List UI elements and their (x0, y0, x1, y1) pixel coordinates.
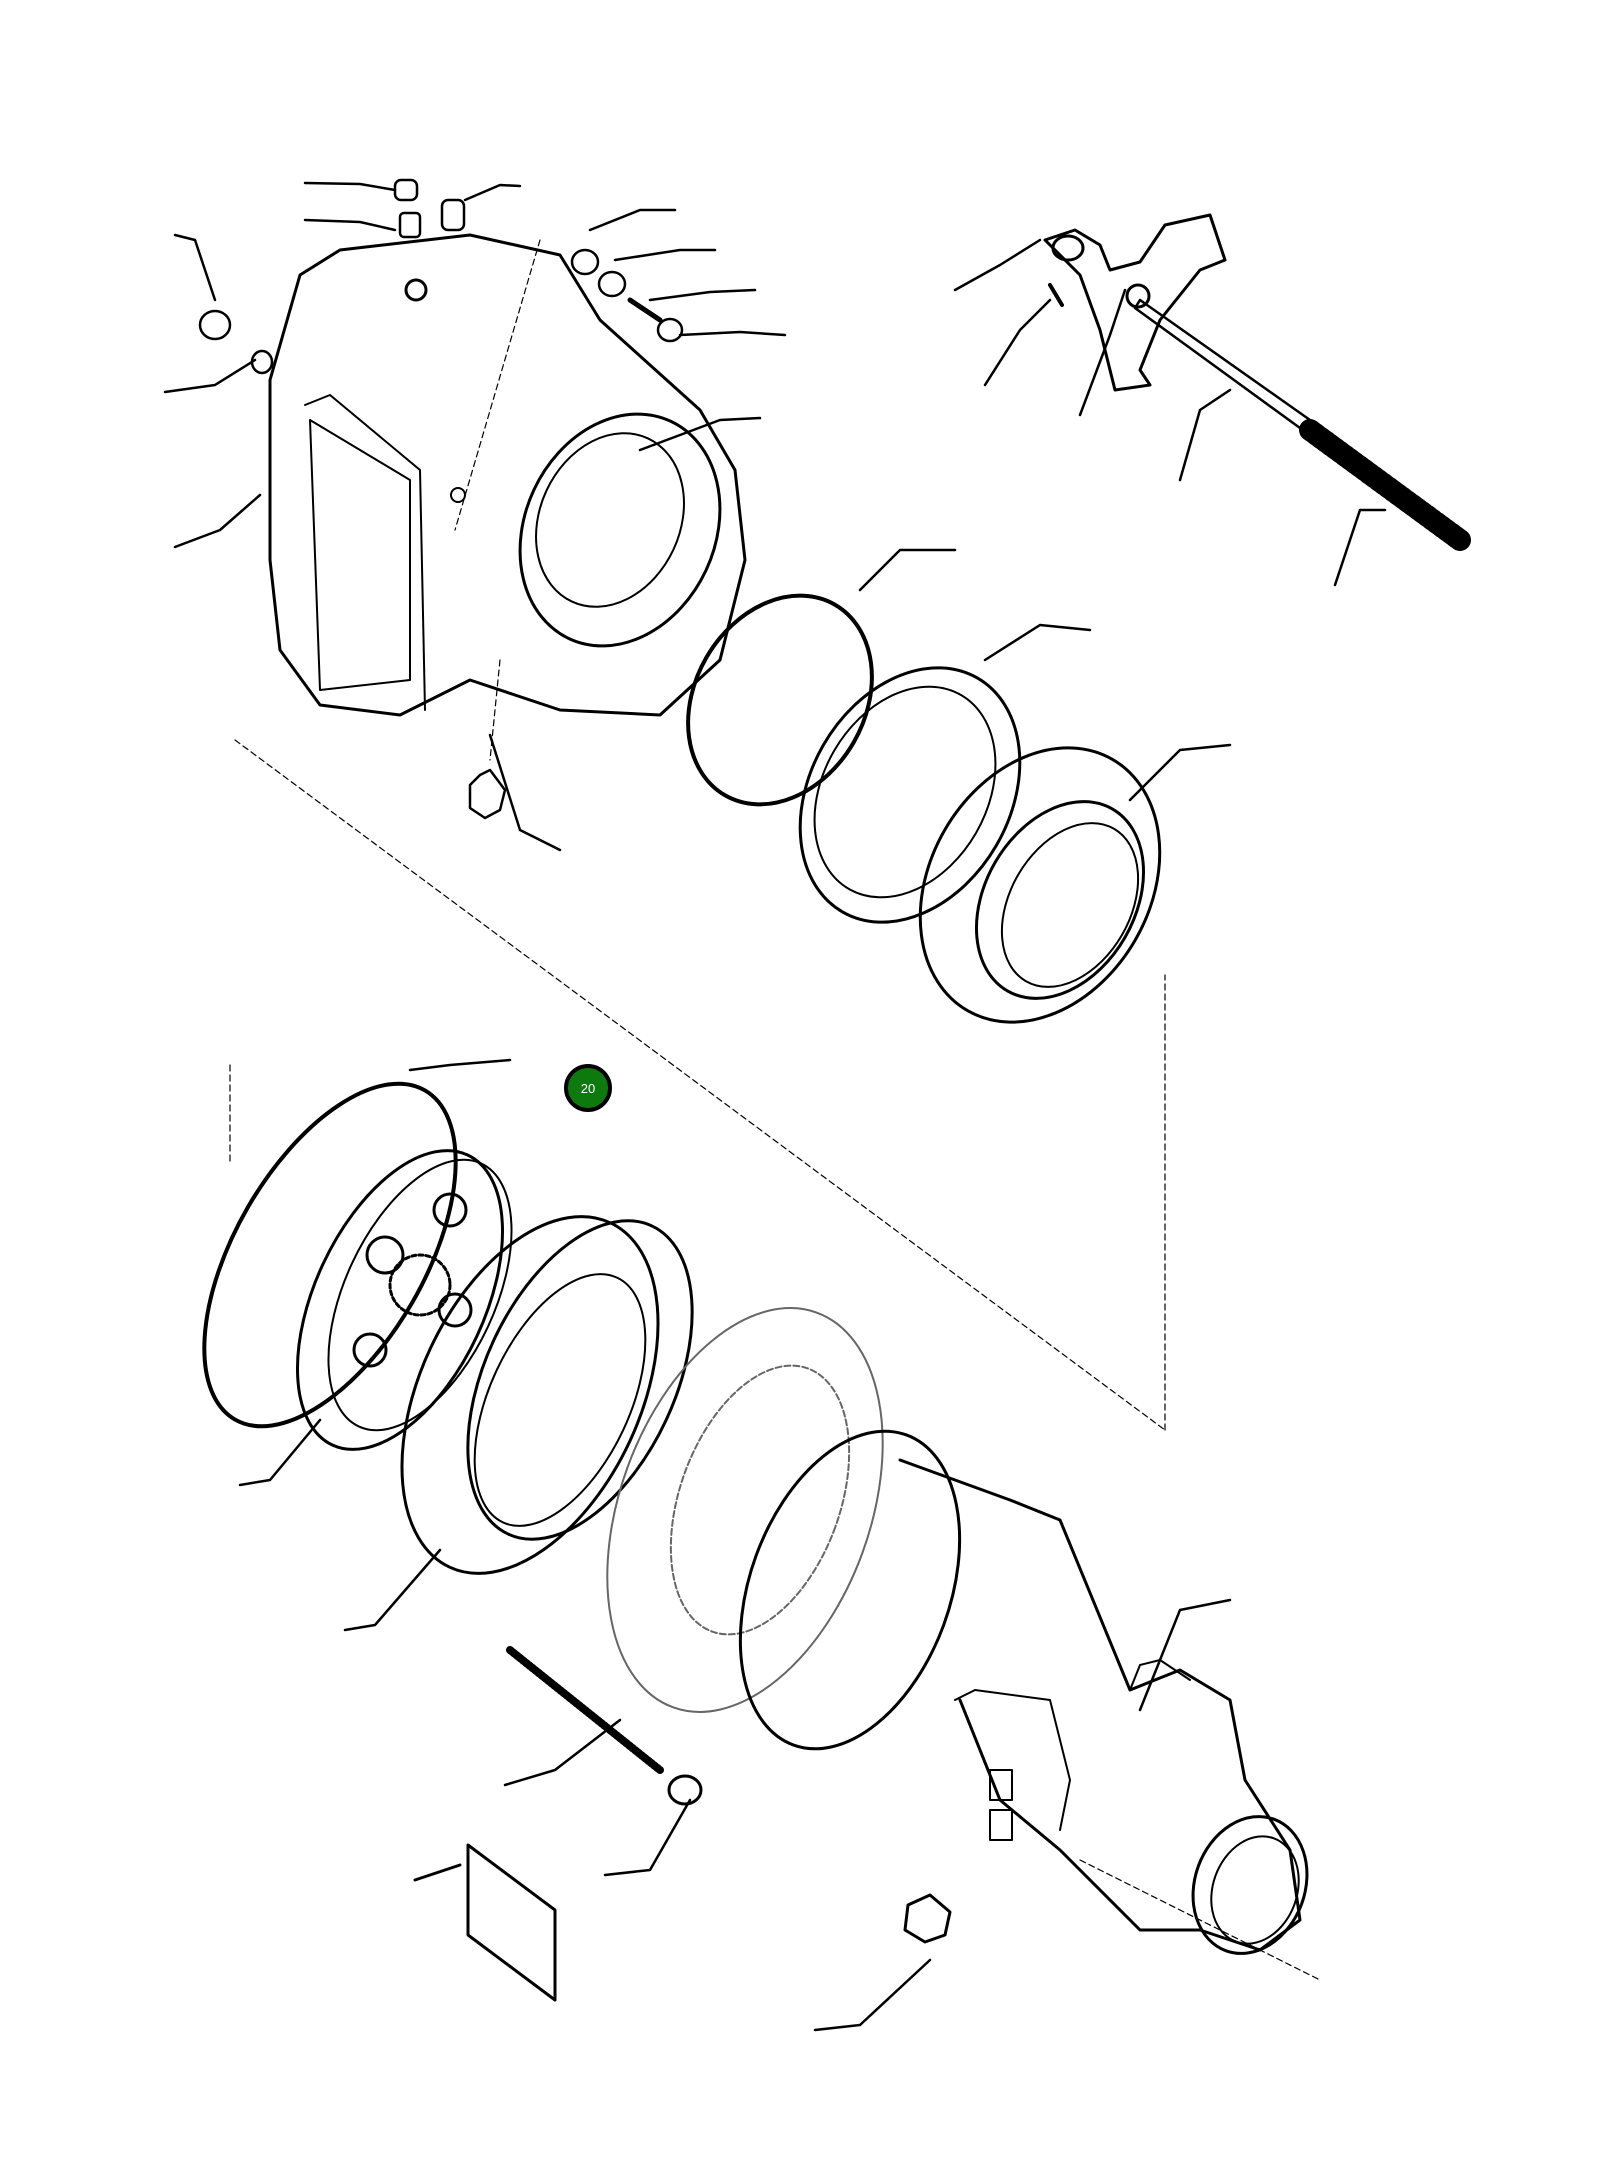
id-plate (413, 1843, 557, 2002)
axle-housing (738, 1429, 1309, 1955)
brake-ring (202, 1081, 458, 1429)
bearing-cup (918, 746, 1162, 1024)
brake-disc (295, 1149, 513, 1451)
seal-rings (686, 593, 874, 807)
transmission-housing (268, 233, 747, 717)
diff-lock-fork (1043, 213, 1471, 551)
ring-gear (606, 1307, 884, 1713)
plugs (198, 178, 684, 820)
shim-ring (798, 666, 1022, 924)
assembly-lines (229, 239, 1321, 1981)
brake-drum (400, 1215, 694, 1575)
hotspot-badge-20[interactable]: 20 (564, 1064, 612, 1112)
drain-plug (903, 1893, 952, 1944)
leader-lines (163, 181, 1387, 2032)
stud-nut (506, 1646, 703, 1806)
